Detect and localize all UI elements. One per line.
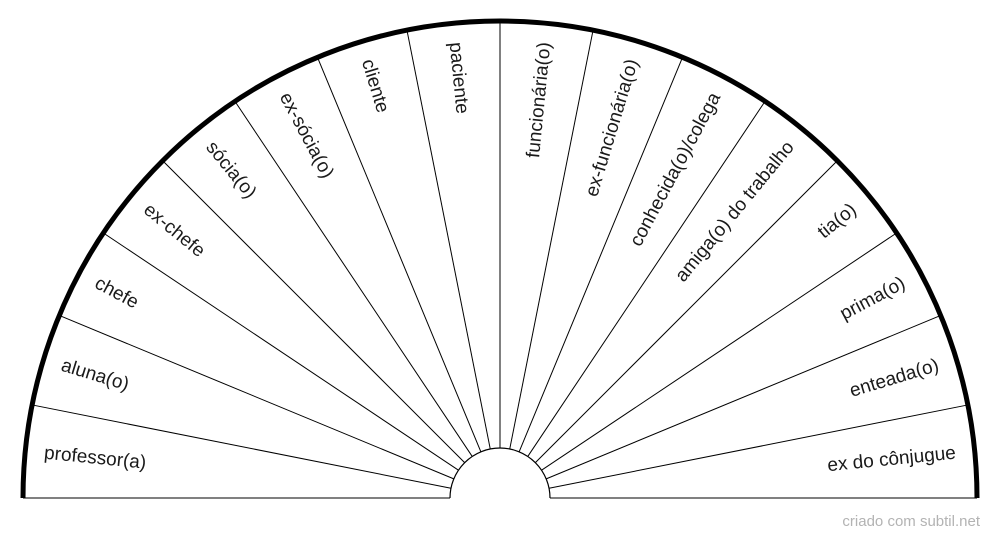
segment-label: paciente <box>445 41 473 115</box>
spoke-line <box>234 101 473 457</box>
spoke-line <box>509 30 594 450</box>
segment-label: professor(a) <box>43 443 147 474</box>
spoke-line <box>59 314 455 480</box>
segment-label: sócia(o) <box>201 137 260 203</box>
spoke-line <box>316 57 482 453</box>
spoke-line <box>545 314 941 480</box>
segment-label: prima(o) <box>837 273 909 325</box>
spoke-line <box>518 57 684 453</box>
segment-label: aluna(o) <box>59 355 132 395</box>
spoke-line <box>103 232 459 471</box>
spoke-line <box>32 404 452 489</box>
segment-label: funcionária(o) <box>523 41 555 159</box>
spoke-line <box>535 160 838 463</box>
spoke-line <box>541 232 897 471</box>
spokes-group <box>23 21 977 499</box>
spoke-line <box>548 404 968 489</box>
inner-arc <box>449 447 551 499</box>
segment-label: ex-sócia(o) <box>275 89 338 182</box>
spoke-line <box>406 30 491 450</box>
segment-label: ex do cônjugue <box>826 443 956 477</box>
segment-label: ex-chefe <box>139 199 209 261</box>
spoke-line <box>527 101 766 457</box>
segment-label: tia(o) <box>814 199 861 243</box>
credit-text: criado com subtil.net <box>842 513 980 530</box>
segment-label: enteada(o) <box>847 355 941 402</box>
segment-label: ex-funcionária(o) <box>582 57 643 200</box>
segment-label: chefe <box>91 273 142 313</box>
spoke-line <box>162 160 465 463</box>
segment-label: cliente <box>357 57 393 116</box>
outer-arc <box>20 18 980 499</box>
